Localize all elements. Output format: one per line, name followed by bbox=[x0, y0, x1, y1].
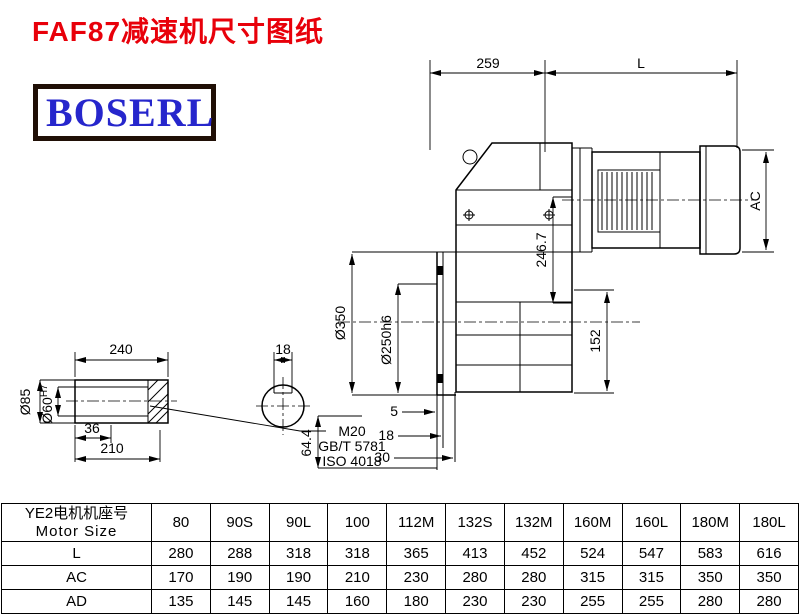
column-header: 100 bbox=[327, 503, 388, 542]
dim-210-label: 210 bbox=[100, 440, 124, 456]
header-en: Motor Size bbox=[35, 522, 118, 540]
bottom-dimensions: 5 18 30 64.4 bbox=[298, 403, 453, 469]
table-cell: 280 bbox=[151, 541, 211, 566]
dim-36-label: 36 bbox=[84, 420, 100, 436]
dim-246-label: 246.7 bbox=[533, 232, 549, 267]
gearbox-body bbox=[338, 142, 640, 470]
table-cell: 255 bbox=[621, 589, 682, 614]
table-cell: 280 bbox=[445, 565, 505, 590]
dim-85-label: Ø85 bbox=[17, 389, 33, 416]
row-label: AD bbox=[1, 589, 152, 614]
dim-246: 246.7 bbox=[533, 196, 572, 304]
dim-5-label: 5 bbox=[390, 403, 398, 419]
column-header: 112M bbox=[386, 503, 447, 542]
dim-AC-label: AC bbox=[747, 191, 763, 210]
table-row-L: L 280 288 318 318 365 413 452 524 547 58… bbox=[1, 541, 799, 566]
top-dimensions: 259 L bbox=[429, 55, 738, 152]
table-cell: 365 bbox=[386, 541, 447, 566]
table-cell: 145 bbox=[209, 589, 270, 614]
dim-key-18-label: 18 bbox=[275, 341, 291, 357]
brand-logo-text: BOSERL bbox=[46, 90, 215, 135]
table-cell: 145 bbox=[268, 589, 329, 614]
dim-60-value: Ø60 bbox=[39, 397, 55, 424]
table-cell: 210 bbox=[327, 565, 388, 590]
motor bbox=[562, 145, 756, 255]
flange-diameter-dims: Ø350 Ø250h6 bbox=[332, 251, 437, 396]
table-header-motor-size: YE2电机机座号 Motor Size bbox=[1, 503, 152, 542]
column-header: 90S bbox=[209, 503, 270, 542]
ac-dimension: AC bbox=[742, 149, 774, 253]
table-cell: 413 bbox=[445, 541, 505, 566]
dim-60-label: Ø60H7 bbox=[39, 384, 55, 424]
dim-350-label: Ø350 bbox=[332, 306, 348, 340]
table-row-AD: AD 135 145 145 160 180 230 230 255 255 2… bbox=[1, 589, 799, 614]
table-cell: 318 bbox=[327, 541, 388, 566]
table-cell: 318 bbox=[268, 541, 329, 566]
table-cell: 190 bbox=[268, 565, 329, 590]
column-header: 160M bbox=[562, 503, 623, 542]
table-cell: 315 bbox=[562, 565, 623, 590]
dim-64-label: 64.4 bbox=[298, 429, 314, 456]
row-label: L bbox=[1, 541, 152, 566]
standard-gb-label: GB/T 5781 bbox=[318, 438, 386, 454]
table-cell: 452 bbox=[503, 541, 564, 566]
brand-logo-box: BOSERL bbox=[33, 84, 216, 141]
column-header: 180L bbox=[739, 503, 799, 542]
dim-18-label: 18 bbox=[378, 427, 394, 443]
table-row-AC: AC 170 190 190 210 230 280 280 315 315 3… bbox=[1, 565, 799, 590]
table-cell: 350 bbox=[680, 565, 741, 590]
column-header: 132S bbox=[445, 503, 505, 542]
dim-60-tolerance: H7 bbox=[39, 384, 50, 397]
table-cell: 616 bbox=[739, 541, 799, 566]
table-cell: 280 bbox=[680, 589, 741, 614]
shaft-cross-section: 18 bbox=[256, 341, 310, 435]
dim-L-label: L bbox=[637, 55, 645, 71]
column-header: 90L bbox=[268, 503, 329, 542]
table-header-row: YE2电机机座号 Motor Size 80 90S 90L 100 112M … bbox=[1, 503, 799, 542]
motor-size-table: YE2电机机座号 Motor Size 80 90S 90L 100 112M … bbox=[1, 503, 799, 614]
dim-250-label: Ø250h6 bbox=[378, 315, 394, 365]
table-cell: 583 bbox=[680, 541, 741, 566]
dim-259-label: 259 bbox=[476, 55, 500, 71]
table-cell: 288 bbox=[209, 541, 270, 566]
table-cell: 160 bbox=[327, 589, 388, 614]
header-cn: YE2电机机座号 bbox=[24, 505, 129, 523]
dim-152: 152 bbox=[574, 289, 614, 394]
table-cell: 190 bbox=[209, 565, 270, 590]
column-header: 180M bbox=[680, 503, 741, 542]
table-cell: 255 bbox=[562, 589, 623, 614]
table-cell: 280 bbox=[503, 565, 564, 590]
row-label: AC bbox=[1, 565, 152, 590]
standard-iso-label: ISO 4018 bbox=[322, 453, 381, 469]
technical-drawing: 259 L AC bbox=[17, 55, 774, 470]
shaft-side-view: 240 Ø85 Ø60H7 36 210 bbox=[17, 341, 386, 469]
dim-152-label: 152 bbox=[587, 329, 603, 353]
column-header: 160L bbox=[621, 503, 682, 542]
dim-240-label: 240 bbox=[109, 341, 133, 357]
table-cell: 547 bbox=[621, 541, 682, 566]
dim-30-label: 30 bbox=[374, 449, 390, 465]
table-cell: 230 bbox=[445, 589, 505, 614]
table-cell: 170 bbox=[151, 565, 211, 590]
table-cell: 315 bbox=[621, 565, 682, 590]
table-cell: 280 bbox=[739, 589, 799, 614]
table-cell: 524 bbox=[562, 541, 623, 566]
table-cell: 350 bbox=[739, 565, 799, 590]
column-header: 80 bbox=[151, 503, 211, 542]
page-title: FAF87减速机尺寸图纸 bbox=[32, 16, 325, 47]
column-header: 132M bbox=[503, 503, 564, 542]
thread-spec-label: M20 bbox=[338, 423, 365, 439]
table-cell: 230 bbox=[386, 565, 447, 590]
table-cell: 230 bbox=[503, 589, 564, 614]
table-cell: 135 bbox=[151, 589, 211, 614]
table-cell: 180 bbox=[386, 589, 447, 614]
